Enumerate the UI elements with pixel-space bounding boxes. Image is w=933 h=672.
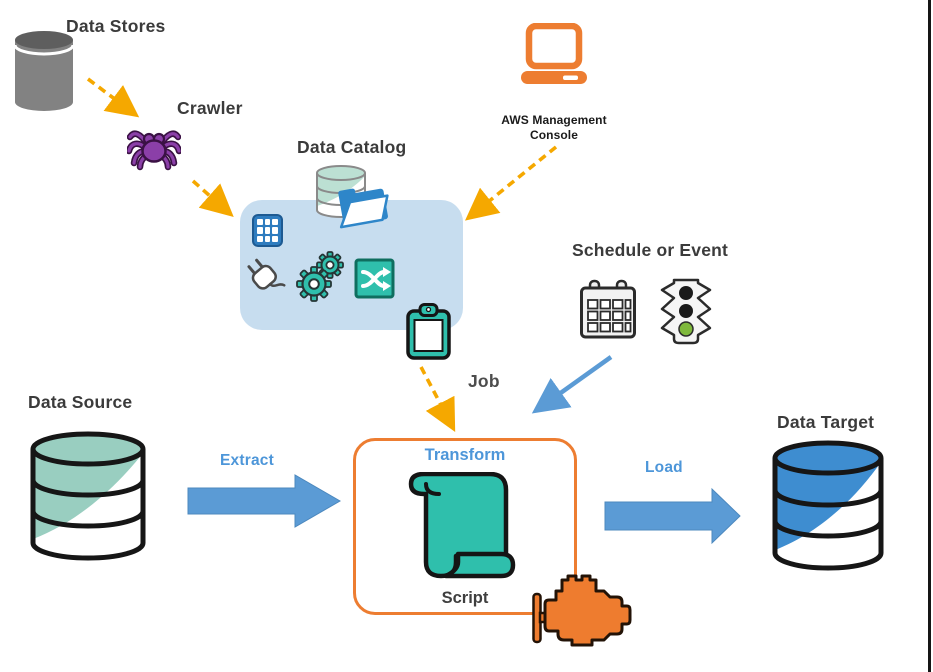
gears-icon bbox=[296, 251, 344, 302]
load-block-arrow bbox=[604, 487, 741, 545]
data-catalog-label: Data Catalog bbox=[297, 137, 407, 157]
shuffle-icon bbox=[354, 258, 395, 299]
data-stores-label: Data Stores bbox=[66, 16, 166, 36]
job-label: Job bbox=[468, 371, 500, 391]
database-folder-icon bbox=[316, 165, 389, 229]
database-cylinder-gray-icon bbox=[13, 31, 75, 111]
clipboard-icon bbox=[406, 303, 451, 360]
laptop-icon bbox=[521, 23, 587, 84]
dashed-arrow-console-to-catalog bbox=[465, 145, 558, 221]
plug-icon bbox=[247, 258, 286, 290]
aws-console-label: AWS Management Console bbox=[501, 113, 607, 142]
engine-icon bbox=[532, 574, 632, 647]
calendar-icon bbox=[580, 279, 636, 339]
dashed-arrow-job-to-transform bbox=[419, 366, 456, 432]
database-cylinder-blue-icon bbox=[772, 440, 884, 571]
transform-box bbox=[353, 438, 577, 615]
traffic-light-icon bbox=[660, 278, 712, 345]
table-grid-icon bbox=[252, 214, 283, 247]
dashed-arrow-stores-to-crawler bbox=[86, 77, 140, 118]
dashed-arrow-crawler-to-catalog bbox=[191, 179, 234, 217]
data-source-label: Data Source bbox=[28, 392, 133, 412]
transform-label: Transform bbox=[424, 446, 506, 464]
crawler-label: Crawler bbox=[177, 98, 243, 118]
slide-border-line bbox=[928, 0, 931, 672]
extract-label: Extract bbox=[220, 452, 274, 469]
solid-arrow-schedule-to-transform bbox=[531, 355, 613, 414]
schedule-or-event-label: Schedule or Event bbox=[572, 240, 729, 260]
scroll-icon bbox=[408, 472, 516, 579]
spider-icon bbox=[127, 130, 181, 171]
database-cylinder-teal-icon bbox=[30, 431, 146, 561]
extract-block-arrow bbox=[187, 474, 341, 528]
data-target-label: Data Target bbox=[777, 412, 875, 432]
script-label: Script bbox=[441, 589, 489, 607]
load-label: Load bbox=[645, 459, 683, 476]
